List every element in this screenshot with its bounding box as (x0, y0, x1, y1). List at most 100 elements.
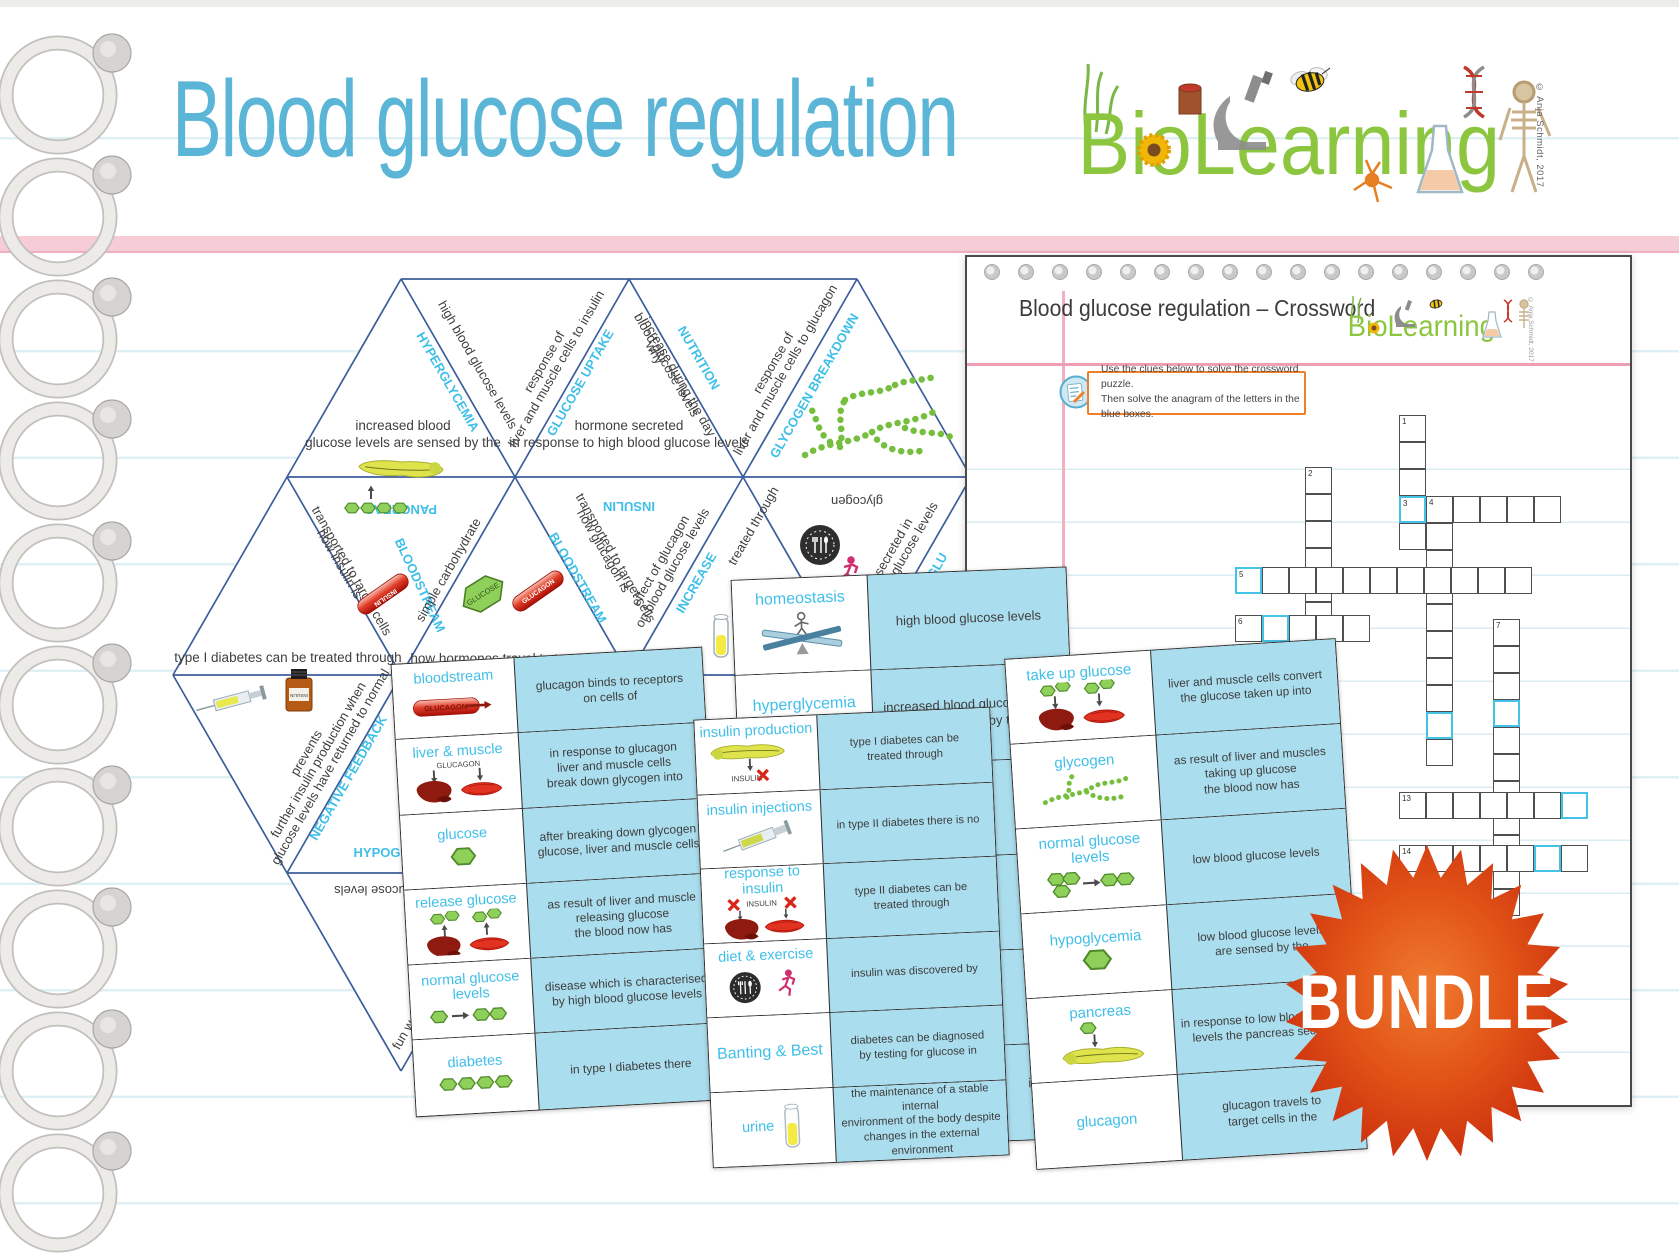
bee-icon (1290, 67, 1331, 92)
crossword-cell (1399, 523, 1426, 550)
crossword-cell (1262, 567, 1289, 594)
keyword-label: response to insulin (723, 863, 801, 898)
crossword-cell: 3 (1399, 496, 1426, 523)
cell-number: 2 (1308, 469, 1313, 478)
insulin-production-blocked-icon: INSULIN (710, 742, 785, 783)
clue-cell: glucagon travels to target cells in the (1176, 1063, 1367, 1160)
keyword-label: urine (741, 1118, 775, 1136)
clue-fragment: o mu (1394, 932, 1417, 943)
glucose-to-pancreas-icon (1061, 1021, 1145, 1066)
crossword-cell (1426, 845, 1453, 872)
crossword-cell (1480, 792, 1507, 819)
instruction-line: Then solve the anagram of the letters in… (1101, 394, 1300, 420)
binder-hole (1120, 264, 1136, 280)
flask-icon (1416, 124, 1464, 194)
crossword-cell (1305, 494, 1332, 521)
crossword-cell (1426, 604, 1453, 631)
take-up-glucose-icon (1037, 677, 1125, 732)
grass-icon (1083, 63, 1120, 135)
crossword-cell (1343, 567, 1370, 594)
normal-glucose-icon (429, 1006, 508, 1024)
worksheet-title: Blood glucose regulation – Crossword (1019, 295, 1376, 321)
keyword-cell: pancreas (1026, 990, 1177, 1084)
crossword-cell (1426, 631, 1453, 658)
cell-number: 7 (1496, 621, 1501, 630)
crossword-cell (1480, 845, 1507, 872)
keyword-cell: insulin production INSULIN (694, 715, 820, 795)
copyright: © Anja Schmidt, 2017 (1534, 82, 1545, 188)
clue-cell: disease which is characterised by high b… (530, 948, 723, 1034)
keyword-cell: diabetes (412, 1034, 539, 1117)
cell-number: 6 (1238, 617, 1243, 626)
domino-card-glucose-low: take up glucose liver and muscle cells c… (1004, 638, 1368, 1170)
crossword-cell (1262, 615, 1289, 642)
domino-card-glucagon: bloodstream GLUCAGON glucagon binds to r… (390, 646, 728, 1118)
crossword-cell (1453, 845, 1480, 872)
worksheet-copyright: © Anja Schmidt, 2017 (1527, 297, 1534, 362)
spiral-ring (0, 643, 132, 765)
crossword-cell (1493, 889, 1520, 916)
keyword-label: Banting & Best (716, 1041, 824, 1064)
cell-number: 14 (1402, 847, 1411, 856)
crossword-cell (1426, 658, 1453, 685)
spiral-ring (0, 277, 132, 399)
crossword-cell (1507, 792, 1534, 819)
keyword-cell: bloodstream GLUCAGON (391, 658, 518, 740)
dna-icon (1463, 65, 1485, 119)
keyword-cell: liver & muscle GLUCAGON (395, 733, 522, 815)
glucagon-vial-arrow-icon: GLUCAGON (413, 697, 492, 717)
crossword-cell (1507, 496, 1534, 523)
card-row: urine the maintenance of a stable intern… (710, 1079, 1009, 1168)
runner-icon (778, 969, 796, 996)
keyword-cell: normal glucose levels (1015, 820, 1166, 914)
binder-hole (1086, 264, 1102, 280)
page-header-line (967, 363, 1630, 366)
binder-hole (1528, 264, 1544, 280)
binder-hole (1154, 264, 1170, 280)
clue-cell: glucagon binds to receptors on cells of (513, 647, 706, 733)
spiral-ring (0, 33, 132, 155)
svg-text:GLUCAGON: GLUCAGON (436, 759, 480, 770)
spiral-ring (0, 1131, 132, 1253)
binder-hole (1358, 264, 1374, 280)
glucose-hexagon-icon (450, 846, 477, 866)
single-hexagon-icon (1081, 948, 1112, 971)
crossword-cell (1451, 567, 1478, 594)
clue-cell: type II diabetes can be treated through (822, 856, 999, 938)
keyword-label: glucagon (1076, 1110, 1138, 1132)
crossword-cell (1424, 567, 1451, 594)
crossword-cell (1493, 673, 1520, 700)
crossword-cell (1507, 845, 1534, 872)
crossword-cell (1534, 845, 1561, 872)
card-row: insulin injections in type II diabetes t… (697, 782, 996, 870)
keyword-cell: glycogen (1010, 735, 1161, 829)
keyword-cell: take up glucose (1005, 650, 1156, 744)
microscope-icon-small (1394, 300, 1415, 327)
microscope-icon (1213, 70, 1273, 150)
spiral-ring (0, 155, 132, 277)
spiral-binding (0, 33, 132, 1253)
crossword-cell (1478, 567, 1505, 594)
card-row: Banting & Best diabetes can be diagnosed… (707, 1005, 1006, 1093)
crossword-cell (1453, 496, 1480, 523)
clue-cell: in type II diabetes there is no (819, 782, 996, 864)
card-row: diet & exercise insulin was discovered (704, 931, 1003, 1019)
cell-number: 5 (1239, 570, 1244, 579)
keyword-cell: insulin injections (697, 789, 823, 869)
crossword-cell (1426, 739, 1453, 766)
card-row: diabetes in type I diabetes there (412, 1023, 727, 1117)
clue-cell: in response to low blood glucose levels … (1171, 978, 1362, 1074)
cell-number: 4 (1429, 498, 1434, 507)
clue-cell: as result of liver and muscle releasing … (526, 873, 718, 958)
card-row: insulin production INSULIN type I diabet… (694, 707, 993, 796)
clue-fragment: els to (1394, 947, 1418, 959)
neuron-icon (1353, 159, 1393, 203)
page-title: Blood glucose regulation (172, 59, 959, 180)
crossword-cell (1493, 754, 1520, 781)
binder-hole (1256, 264, 1272, 280)
clue-line: in type II diabetes there is no (836, 813, 980, 832)
binder-hole (1290, 264, 1306, 280)
crossword-cell (1305, 521, 1332, 548)
homeostasis-seesaw-icon (761, 611, 842, 655)
spiral-ring (0, 521, 132, 643)
